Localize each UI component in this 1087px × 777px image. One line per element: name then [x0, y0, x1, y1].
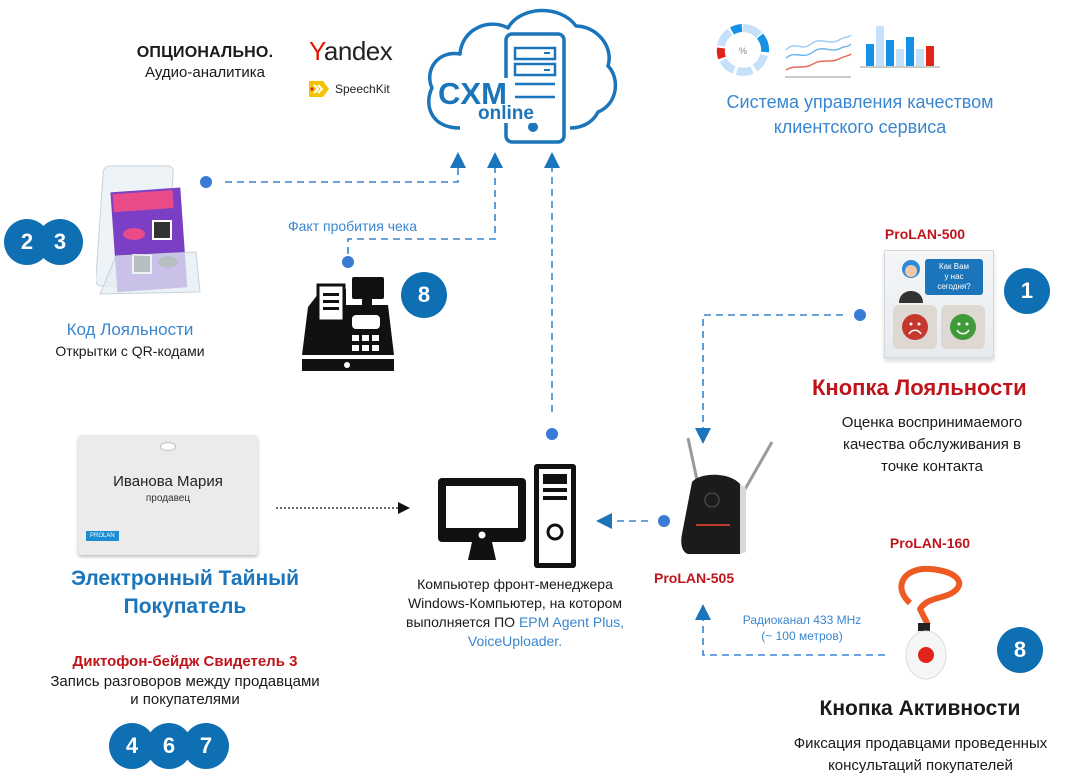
badge-employee-role: продавец	[145, 493, 191, 504]
loyalty-button-desc: Оценка воспринимаемого качества обслужив…	[814, 412, 1050, 478]
badge-prolan-logo: PROLAN	[86, 531, 119, 541]
bubble-line1: Как Вам	[938, 262, 970, 271]
step-badge-1: 1	[1004, 268, 1050, 314]
secret-shopper-title-line2: Покупатель	[123, 595, 247, 618]
connector-dot-prolan500	[854, 309, 866, 321]
badge-hole	[160, 442, 176, 451]
step-badge-8-activity: 8	[997, 627, 1043, 673]
step-badge-7: 7	[183, 723, 229, 769]
secret-shopper-title: Электронный Тайный Покупатель	[25, 565, 345, 621]
connector-qr-to-cloud	[225, 152, 466, 183]
radio-channel-line2: (~ 100 метров)	[761, 629, 843, 643]
speechkit-logo: SpeechKit	[307, 79, 390, 99]
epm-agent-plus-link[interactable]: EPM Agent Plus,	[518, 614, 624, 630]
prolan500-model-label: ProLAN-500	[884, 226, 966, 242]
quality-system-line2: клиентского сервиса	[773, 117, 947, 137]
bar-chart-icon	[860, 26, 940, 68]
bubble-line3: сегодня?	[937, 282, 971, 291]
loyalty-button-desc-line2: качества обслуживания в	[843, 436, 1021, 453]
dislike-button[interactable]	[893, 305, 937, 349]
cxm-logo-text: CXM	[436, 78, 509, 109]
computer-caption: Компьютер фронт-менеджера Windows-Компью…	[370, 575, 660, 651]
badge-employee-name: Иванова Мария	[113, 473, 223, 490]
desktop-computer-icon	[438, 464, 576, 568]
like-button[interactable]	[941, 305, 985, 349]
happy-face-icon	[950, 314, 976, 340]
bubble-line2: у нас	[944, 272, 964, 281]
computer-caption-line1: Компьютер фронт-менеджера	[417, 576, 613, 592]
name-badge-image: Иванова Мария продавец PROLAN	[78, 435, 258, 555]
loyalty-button-desc-line3: точке контакта	[881, 458, 983, 475]
computer-caption-prefix: выполняется ПО	[406, 614, 519, 630]
yandex-logo: Yandex	[309, 36, 393, 67]
speechkit-icon	[309, 81, 329, 97]
speechkit-label: SpeechKit	[335, 82, 390, 96]
cxm-title: CXM	[438, 76, 507, 111]
donut-chart-icon: %	[716, 24, 770, 76]
loyalty-button-desc-line1: Оценка воспринимаемого	[841, 414, 1023, 431]
radio-channel-caption: Радиоканал 433 MHz (~ 100 метров)	[722, 612, 882, 644]
optional-title: ОПЦИОНАЛЬНО.	[136, 44, 274, 61]
voice-recorder-device: Диктофон-бейдж Свидетель 3	[72, 653, 298, 670]
connector-dot-computer	[546, 428, 558, 440]
voice-recorder-caption: Диктофон-бейдж Свидетель 3 Запись разгов…	[0, 653, 370, 708]
prolan160-pager-image	[898, 565, 962, 680]
prolan505-model-label: ProLAN-505	[654, 570, 735, 586]
cxm-subtitle: online	[477, 103, 535, 124]
prolan500-speech-bubble: Как Вам у нас сегодня?	[925, 259, 983, 295]
loyalty-button-title: Кнопка Лояльности	[812, 375, 1027, 400]
secret-shopper-title-line1: Электронный Тайный	[70, 567, 300, 590]
activity-button-desc-line1: Фиксация продавцами проведенных	[793, 735, 1048, 752]
connector-dot-prolan505	[658, 515, 670, 527]
quality-system-caption: Система управления качеством клиентского…	[680, 90, 1040, 140]
activity-button-title: Кнопка Активности	[819, 697, 1021, 720]
voice-recorder-desc-line1: Запись разговоров между продавцами	[50, 673, 320, 690]
step-badge-3: 3	[37, 219, 83, 265]
voice-recorder-desc-line2: и покупателями	[130, 691, 240, 708]
voiceuploader-link[interactable]: VoiceUploader.	[467, 633, 563, 649]
prolan500-device-image: Как Вам у нас сегодня?	[884, 250, 994, 358]
connector-register-to-cloud	[347, 152, 503, 254]
donut-percent-label: %	[739, 46, 747, 56]
connector-dot-register	[342, 256, 354, 268]
cash-register-icon	[302, 277, 394, 371]
optional-audio-analytics: ОПЦИОНАЛЬНО. Аудио-аналитика	[130, 44, 280, 81]
yandex-logo-y: Y	[309, 36, 324, 66]
line-chart-icon	[785, 34, 852, 78]
computer-caption-line2: Windows-Компьютер, на котором	[407, 595, 623, 611]
connector-160-to-505	[695, 604, 885, 656]
activity-button-desc: Фиксация продавцами проведенных консульт…	[748, 733, 1087, 777]
optional-subtitle: Аудио-аналитика	[145, 64, 265, 81]
receipt-fact-label: Факт пробития чека	[288, 218, 418, 234]
yandex-logo-rest: andex	[323, 36, 393, 66]
qr-card-stand-image	[96, 165, 201, 295]
operator-avatar-icon	[899, 260, 923, 303]
prolan160-model-label: ProLAN-160	[889, 535, 971, 551]
connector-dot-qr	[200, 176, 212, 188]
loyalty-code-caption: Код Лояльности Открытки с QR-кодами	[20, 320, 240, 359]
connector-500-to-505	[695, 314, 843, 444]
quality-system-line1: Система управления качеством	[726, 92, 994, 112]
loyalty-code-title: Код Лояльности	[66, 320, 194, 339]
activity-button-desc-line2: консультаций покупателей	[828, 757, 1013, 774]
computer-caption-line3: выполняется ПО EPM Agent Plus,	[370, 613, 660, 632]
prolan505-receiver-image	[681, 437, 774, 554]
radio-channel-line1: Радиоканал 433 MHz	[742, 613, 862, 627]
sad-face-icon	[902, 314, 928, 340]
step-badge-8-register: 8	[401, 272, 447, 318]
loyalty-code-subtitle: Открытки с QR-кодами	[55, 343, 205, 359]
